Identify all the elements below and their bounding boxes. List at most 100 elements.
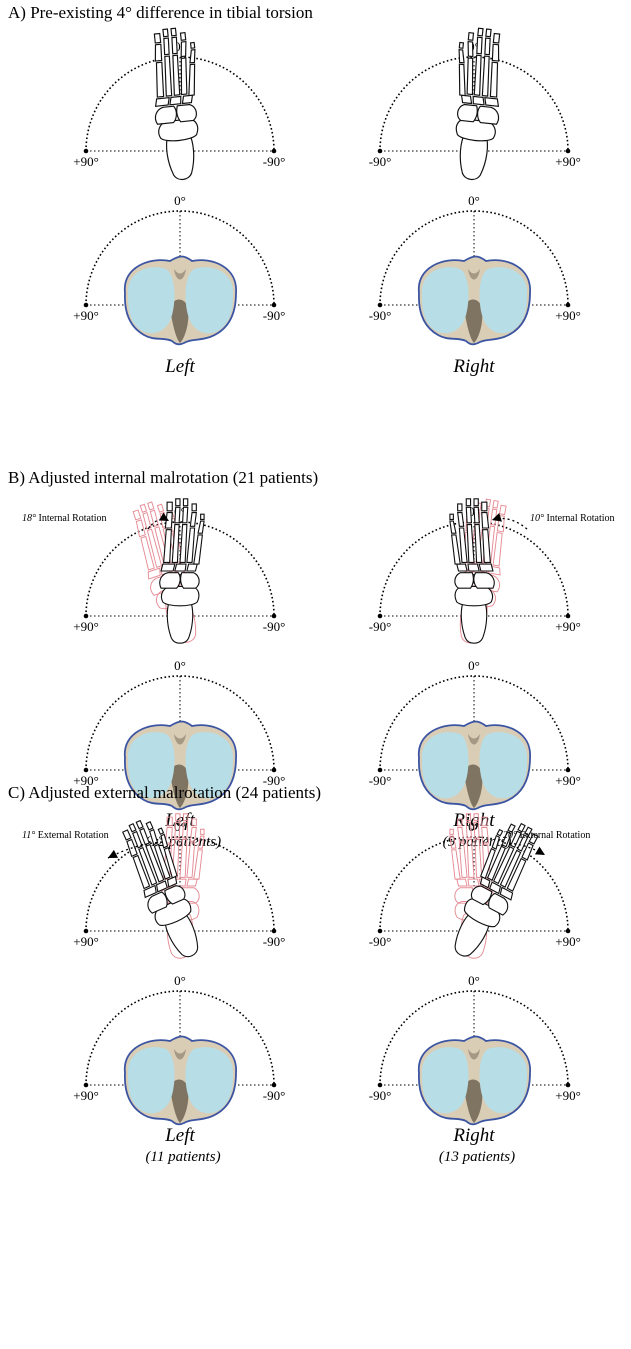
left-side: 0°+90°-90°0°+90°-90°Left — [73, 26, 285, 377]
tibial-plateau — [419, 722, 530, 810]
plus-90-label: +90° — [73, 934, 99, 949]
axis-end-dot — [84, 149, 89, 154]
foot-skeleton — [446, 26, 508, 181]
zero-degree-label: 0° — [468, 193, 480, 208]
plus-90-label: +90° — [555, 308, 581, 323]
medial-cartilage — [128, 1047, 175, 1113]
foot-group — [146, 26, 208, 181]
tibial-plateau — [125, 1037, 236, 1125]
medial-cartilage — [422, 732, 469, 798]
axis-end-dot — [272, 1083, 277, 1088]
axis-end-dot — [272, 768, 277, 773]
foot-group — [125, 497, 212, 648]
rotation-type: External Rotation — [35, 830, 108, 841]
tibial-plateau — [419, 257, 530, 345]
axis-end-dot — [272, 614, 277, 619]
right-patient-count: (13 patients) — [439, 1149, 515, 1165]
rotation-note: 10° Internal Rotation — [530, 513, 615, 524]
medial-cartilage — [422, 1047, 469, 1113]
panel-title: A) Pre-existing 4° difference in tibial … — [8, 3, 313, 22]
tibial-plateau — [125, 257, 236, 345]
rotation-degrees: 18° — [22, 513, 36, 524]
left-label: Left — [164, 1125, 195, 1146]
zero-degree-label: 0° — [468, 973, 480, 988]
panel-title: B) Adjusted internal malrotation (21 pat… — [8, 468, 318, 487]
zero-degree-label: 0° — [174, 973, 186, 988]
plus-90-label: +90° — [555, 619, 581, 634]
right-label: Right — [452, 1125, 495, 1146]
rotation-type: Internal Rotation — [36, 513, 107, 524]
foot-skeleton — [450, 499, 494, 643]
minus-90-label: -90° — [369, 773, 392, 788]
rotation-note: 20° External Rotation — [503, 830, 590, 841]
axis-end-dot — [566, 614, 571, 619]
right-side: 0°-90°+90°0°-90°+90°Right(13 patients)20… — [369, 814, 591, 1165]
axis-end-dot — [566, 303, 571, 308]
rotation-arrow-head — [108, 850, 118, 858]
lateral-cartilage — [480, 267, 528, 333]
axis-end-dot — [566, 929, 571, 934]
axis-end-dot — [566, 768, 571, 773]
minus-90-label: -90° — [369, 308, 392, 323]
plus-90-label: +90° — [555, 1088, 581, 1103]
left-patient-count: (11 patients) — [145, 1149, 220, 1165]
rotation-arrow — [492, 513, 527, 529]
minus-90-label: -90° — [263, 1088, 286, 1103]
foot-group — [446, 26, 508, 181]
rotation-note: 11° External Rotation — [22, 830, 109, 841]
zero-degree-label: 0° — [468, 658, 480, 673]
right-side: 0°-90°+90°0°-90°+90°Right(9 patients)10°… — [369, 496, 615, 850]
panel-a: A) Pre-existing 4° difference in tibial … — [8, 3, 581, 377]
axis-end-dot — [378, 303, 383, 308]
left-label: Left — [164, 356, 195, 377]
minus-90-label: -90° — [263, 154, 286, 169]
rotation-type: Internal Rotation — [544, 513, 615, 524]
left-side: 0°+90°-90°0°+90°-90°Left(11 patients)11°… — [22, 814, 285, 1165]
rotation-degrees: 11° — [22, 830, 35, 841]
minus-90-label: -90° — [263, 934, 286, 949]
axis-end-dot — [272, 149, 277, 154]
tibial-plateau — [419, 1037, 530, 1125]
axis-end-dot — [378, 614, 383, 619]
rotation-degrees: 10° — [530, 513, 544, 524]
lateral-cartilage — [480, 732, 528, 798]
plus-90-label: +90° — [555, 154, 581, 169]
axis-end-dot — [566, 149, 571, 154]
axis-end-dot — [84, 1083, 89, 1088]
minus-90-label: -90° — [369, 619, 392, 634]
axis-end-dot — [84, 768, 89, 773]
axis-end-dot — [272, 303, 277, 308]
plus-90-label: +90° — [555, 934, 581, 949]
rotation-note: 18° Internal Rotation — [22, 513, 107, 524]
minus-90-label: -90° — [263, 308, 286, 323]
zero-degree-label: 0° — [174, 658, 186, 673]
lateral-cartilage — [186, 1047, 234, 1113]
axis-end-dot — [378, 1083, 383, 1088]
minus-90-label: -90° — [263, 619, 286, 634]
plus-90-label: +90° — [73, 308, 99, 323]
minus-90-label: -90° — [369, 154, 392, 169]
panel-c: C) Adjusted external malrotation (24 pat… — [8, 783, 590, 1165]
axis-end-dot — [566, 1083, 571, 1088]
axis-end-dot — [378, 929, 383, 934]
medial-cartilage — [422, 267, 469, 333]
medial-cartilage — [128, 267, 175, 333]
foot-skeleton — [146, 26, 208, 181]
axis-end-dot — [378, 149, 383, 154]
lateral-cartilage — [186, 267, 234, 333]
plus-90-label: +90° — [73, 619, 99, 634]
axis-end-dot — [378, 768, 383, 773]
right-label: Right — [452, 356, 495, 377]
rotation-type: External Rotation — [517, 830, 590, 841]
plus-90-label: +90° — [73, 154, 99, 169]
zero-degree-label: 0° — [174, 193, 186, 208]
axis-end-dot — [84, 303, 89, 308]
axis-end-dot — [84, 614, 89, 619]
plus-90-label: +90° — [555, 773, 581, 788]
minus-90-label: -90° — [369, 1088, 392, 1103]
panel-title: C) Adjusted external malrotation (24 pat… — [8, 783, 321, 802]
axis-end-dot — [84, 929, 89, 934]
plus-90-label: +90° — [73, 1088, 99, 1103]
rotation-arrow-head — [535, 847, 545, 855]
